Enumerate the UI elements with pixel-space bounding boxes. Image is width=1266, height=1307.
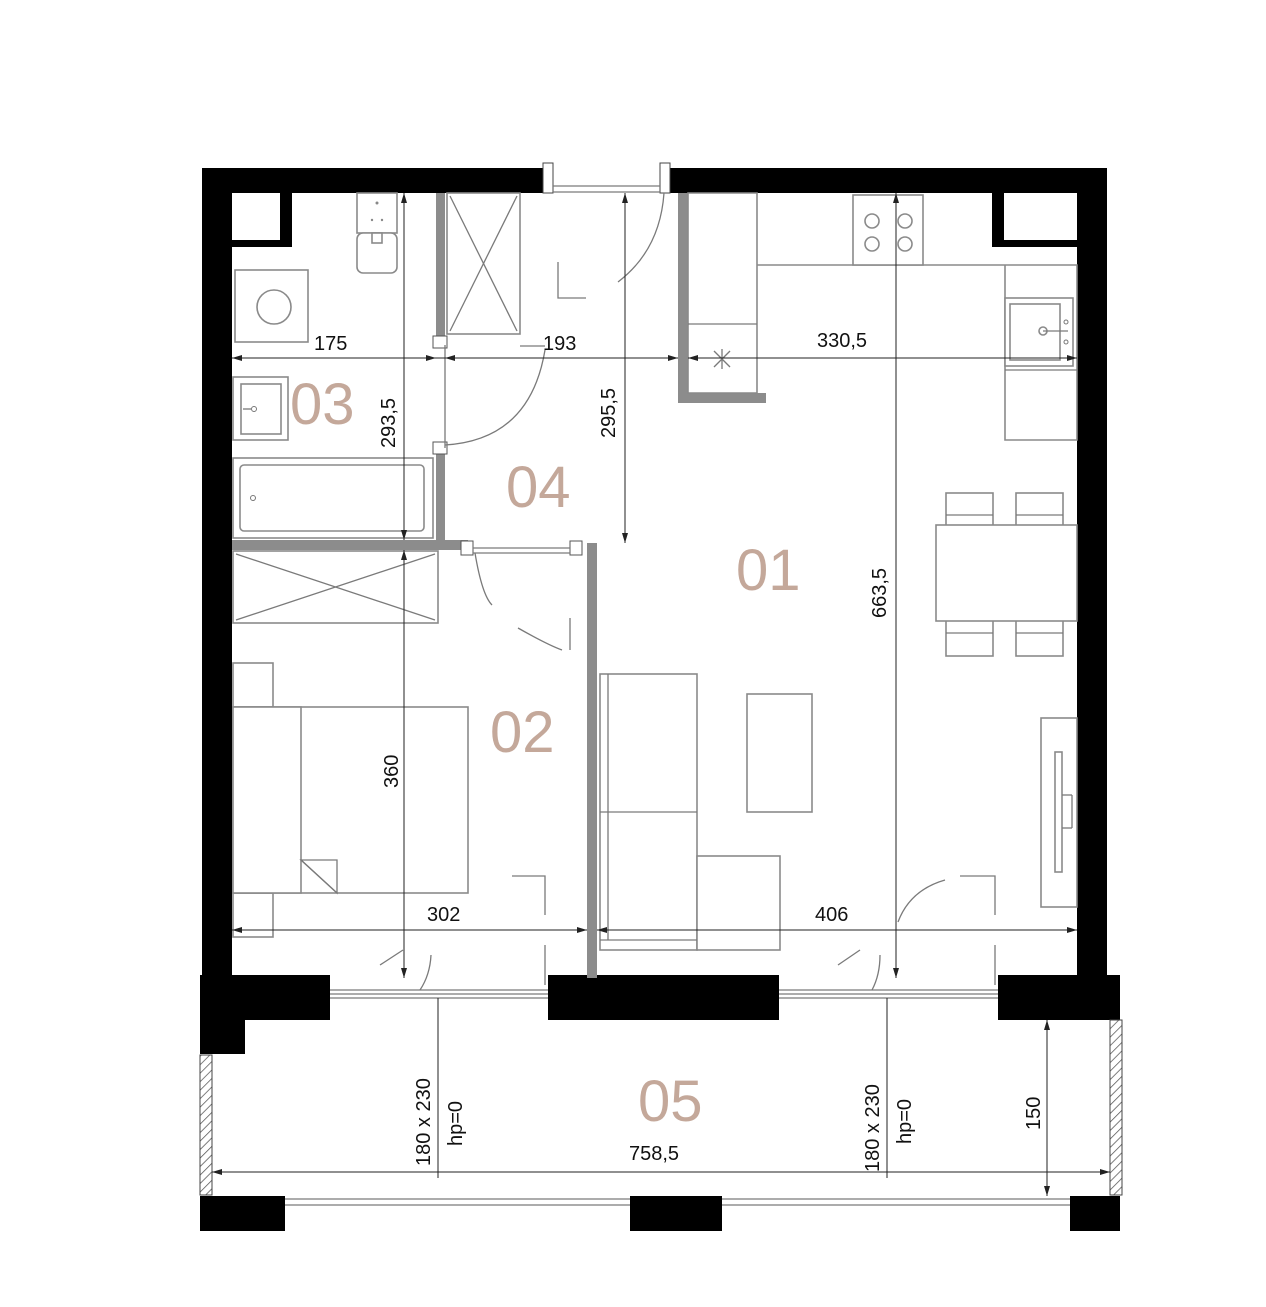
sofa-icon [599, 673, 781, 951]
facade-glazing [330, 875, 998, 999]
dimension-lines [212, 193, 1110, 1196]
dim-302: 302 [427, 904, 460, 926]
entrance-door [542, 162, 671, 299]
bed-icon [232, 662, 469, 938]
dim-293-5: 293,5 [378, 398, 400, 448]
kitchen-sink-icon [1004, 297, 1074, 367]
bathtub-icon [232, 457, 434, 539]
cooktop-icon [852, 194, 924, 266]
room-label-03: 03 [290, 372, 355, 437]
window-2-size: 180 x 230 [862, 1084, 884, 1172]
dim-406: 406 [815, 904, 848, 926]
wardrobe-icon [232, 550, 439, 624]
tv-cabinet-icon [1040, 717, 1078, 908]
bathroom-fixtures [232, 192, 521, 539]
exterior-walls [199, 168, 1123, 1231]
dim-150: 150 [1023, 1097, 1045, 1130]
interior-door-swings [444, 345, 571, 651]
room-label-01: 01 [736, 538, 801, 603]
room-label-04: 04 [506, 455, 571, 520]
window-2-hp: hp=0 [894, 1099, 916, 1144]
dim-295-5: 295,5 [598, 388, 620, 438]
coffee-table-icon [746, 693, 813, 813]
dim-193: 193 [543, 333, 576, 355]
shower-cabinet-icon [446, 192, 521, 335]
room-labels: 03 04 01 02 05 [290, 372, 801, 1134]
room-label-02: 02 [490, 700, 555, 765]
dim-175: 175 [314, 333, 347, 355]
dim-663-5: 663,5 [869, 568, 891, 618]
sink-icon [232, 376, 289, 441]
room-label-05: 05 [638, 1069, 703, 1134]
dim-360: 360 [381, 755, 403, 788]
toilet-icon [356, 192, 398, 274]
window-1-size: 180 x 230 [413, 1078, 435, 1166]
interior-partitions [232, 193, 766, 978]
washing-machine-icon [234, 269, 309, 343]
dim-758-5: 758,5 [629, 1143, 679, 1165]
dimension-labels: 175 193 330,5 293,5 295,5 663,5 360 302 … [314, 330, 1045, 1172]
dim-330-5: 330,5 [817, 330, 867, 352]
balcony-railing [285, 1198, 1070, 1206]
window-1-hp: hp=0 [445, 1101, 467, 1146]
ventilation-icon [713, 349, 731, 369]
kitchen-units [687, 192, 1078, 441]
dining-table-icon [935, 492, 1078, 657]
